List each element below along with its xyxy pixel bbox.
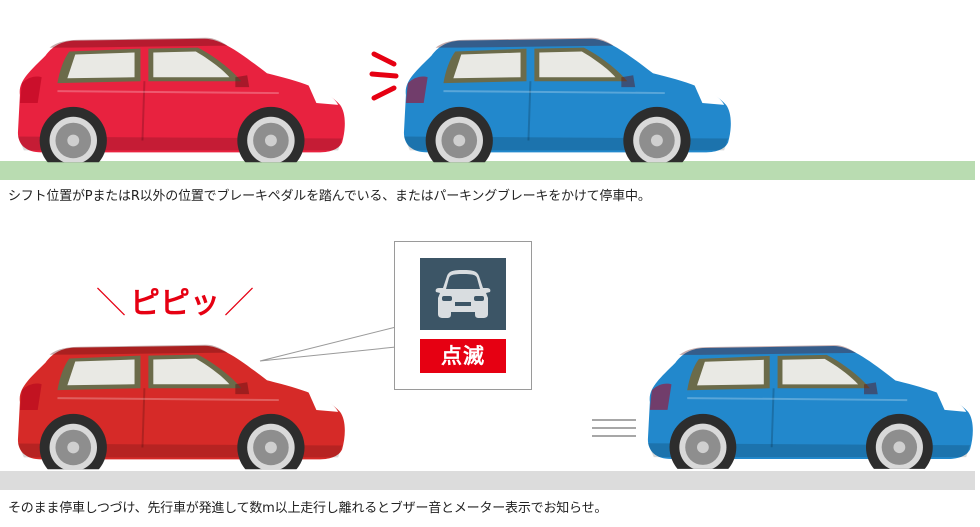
motion-lines-icon <box>592 419 636 437</box>
car-front-icon <box>435 270 491 318</box>
brake-flash-icon <box>369 51 399 101</box>
warning-label-blink: 点滅 <box>420 339 506 373</box>
sound-effect-text: ピピッ <box>130 286 220 321</box>
sound-slash-right: ／ <box>224 286 254 321</box>
sound-effect: ＼ピピッ／ <box>85 278 265 330</box>
warning-display: 点滅 <box>394 241 532 390</box>
car-red-top-icon <box>18 38 345 174</box>
ground-strip-top <box>0 161 975 180</box>
lead-car-top <box>398 33 734 163</box>
lead-car-bottom <box>642 340 976 470</box>
sound-slash-left: ＼ <box>96 286 126 321</box>
warning-icon-tile <box>420 258 506 330</box>
own-car-top <box>12 33 348 163</box>
speech-pointer <box>259 326 397 362</box>
car-blue-bottom-icon <box>648 345 973 481</box>
caption-top: シフト位置がPまたはR以外の位置でブレーキペダルを踏んでいる、またはパーキングブ… <box>8 189 651 204</box>
car-red-bottom-icon <box>18 345 345 481</box>
ground-strip-bottom <box>0 471 975 490</box>
caption-bottom: そのまま停車しつづけ、先行車が発進して数m以上走行し離れるとブザー音とメーター表… <box>8 501 608 516</box>
car-blue-top-icon <box>404 38 731 174</box>
